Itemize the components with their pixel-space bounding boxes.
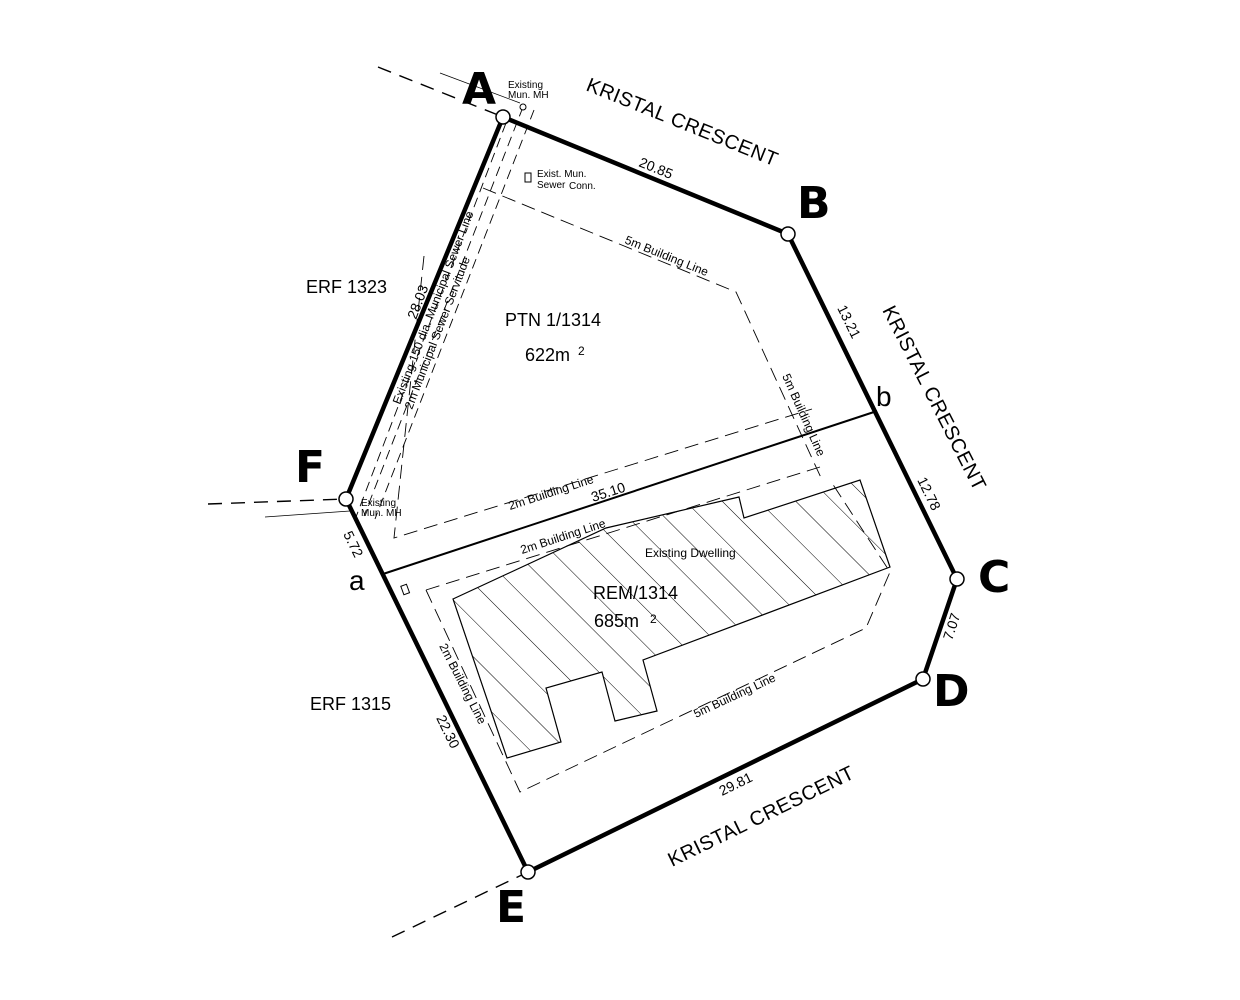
road-name-bottom: KRISTAL CRESCENT — [665, 762, 859, 872]
sewer-line-label: Existing 150 dia. Municipal Sewer Line — [390, 209, 477, 406]
extension-lines — [207, 66, 529, 938]
vertex-label-b-lower: b — [876, 381, 892, 412]
manhole-top-marker — [519, 103, 527, 111]
portion-rem-area: 685m — [594, 611, 639, 631]
building-line-label-bottom: 5m Building Line — [691, 670, 778, 720]
sewer-marker-lower — [400, 583, 411, 596]
corner-markers — [338, 109, 965, 880]
peg-d-marker — [915, 671, 931, 687]
portion-ptn-name: PTN 1/1314 — [505, 310, 601, 330]
sewer-conn-label-line3: Conn. — [569, 181, 596, 192]
peg-c-marker — [949, 571, 965, 587]
portion-ptn-area-unit: 2 — [578, 344, 585, 358]
building-line-label-right: 5m Building Line — [779, 372, 828, 459]
peg-a-marker — [495, 109, 511, 125]
building-line-label-ptn: 2m Building Line — [507, 472, 596, 513]
dwelling-label: Existing Dwelling — [645, 546, 736, 560]
peg-b-marker — [780, 226, 796, 242]
portion-rem-name: REM/1314 — [593, 583, 678, 603]
vertex-label-f: F — [295, 442, 325, 493]
manhole-top-label-line2: Mun. MH — [508, 90, 549, 101]
dimension-de: 29.81 — [716, 769, 755, 799]
manhole-top-label-line1: Existing — [508, 80, 543, 91]
portion-ptn-area: 622m — [525, 345, 570, 365]
vertex-label-a-upper: A — [462, 64, 496, 115]
sewer-conn-label-line1: Exist. Mun. — [537, 169, 586, 180]
peg-f-marker — [338, 491, 354, 507]
building-line-label-top: 5m Building Line — [623, 233, 711, 279]
manhole-left-label-line1: Existing — [361, 498, 396, 509]
neighbour-erf-1315: ERF 1315 — [310, 694, 391, 714]
neighbour-erf-1323: ERF 1323 — [306, 277, 387, 297]
road-name-top: KRISTAL CRESCENT — [583, 74, 781, 171]
vertex-label-e: E — [496, 882, 526, 933]
road-name-right: KRISTAL CRESCENT — [878, 302, 991, 494]
sewer-conn-label-line2: Sewer — [537, 180, 566, 191]
dimension-bc: 12.78 — [914, 474, 944, 513]
vertex-label-d: D — [933, 666, 970, 717]
sewer-servitude-lines — [355, 106, 535, 520]
peg-e-marker — [520, 864, 536, 880]
vertex-label-c: C — [978, 552, 1010, 603]
vertex-label-a-lower: a — [349, 565, 365, 596]
manhole-left-label-line2: Mun. MH — [361, 508, 402, 519]
vertex-label-b: B — [797, 178, 831, 229]
sewer-connection-marker — [524, 172, 532, 183]
subdivision-line — [382, 410, 878, 575]
dimension-ab-subdivision: 35.10 — [589, 479, 627, 505]
existing-dwelling — [452, 479, 891, 759]
extension-lines-thin — [264, 72, 521, 518]
portion-rem-area-unit: 2 — [650, 612, 657, 626]
